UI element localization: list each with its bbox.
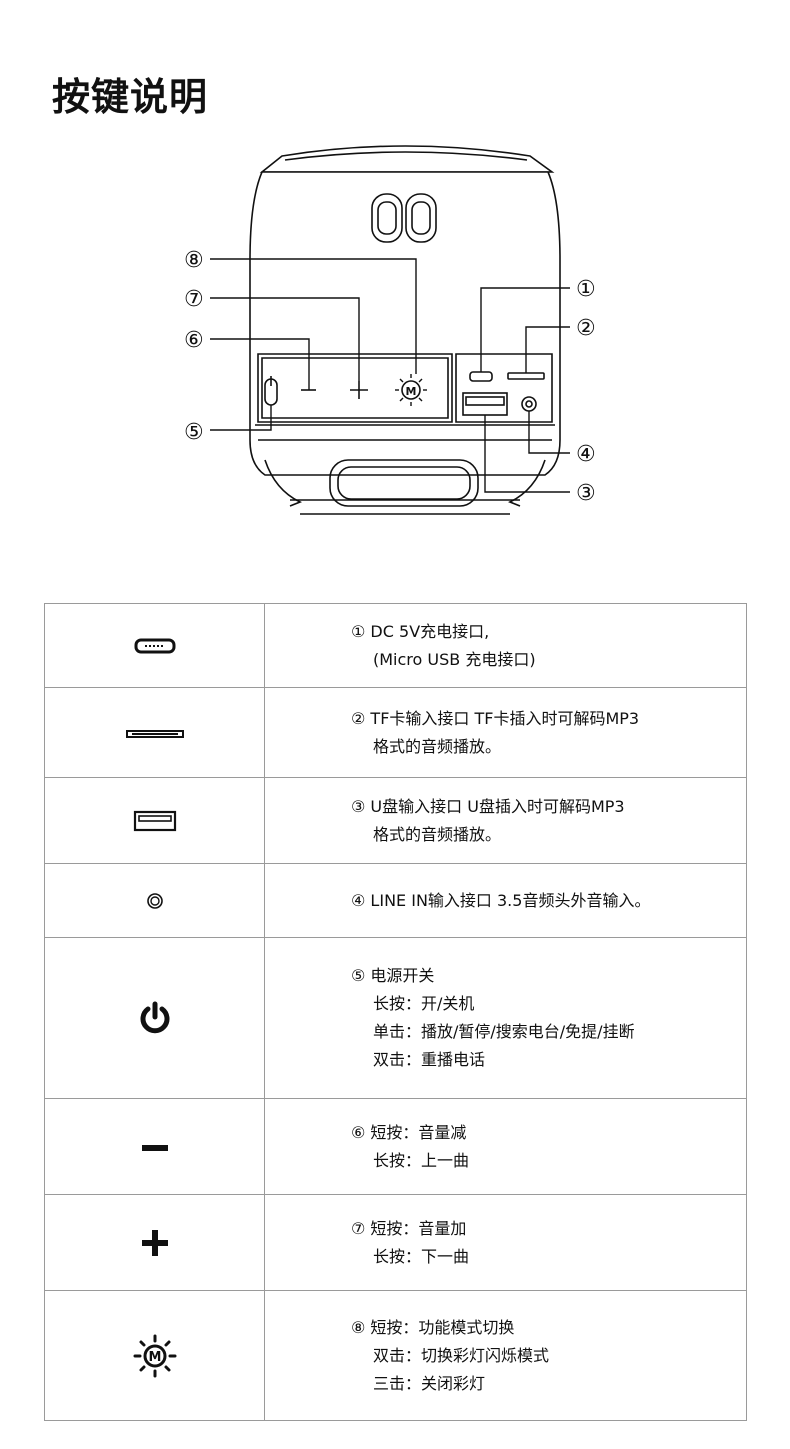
table-row: ⑥ 短按：音量减 长按：上一曲 [44,1098,747,1195]
row-6-line-2: 长按：上一曲 [373,1150,470,1170]
callout-8: ⑧ [184,248,204,273]
speaker-diagram: M ⑧ ⑦ ⑥ ⑤ ① ② ④ ③ [184,145,596,515]
table-row: ④ LINE IN输入接口 3.5音频头外音输入。 [44,863,747,938]
mode-light-icon: M [133,1334,176,1377]
callout-3: ③ [576,481,596,506]
row-6-line-1: ⑥ 短按：音量减 [351,1122,467,1142]
plus-icon [141,1229,168,1256]
row-7-line-2: 长按：下一曲 [373,1246,470,1266]
svg-text:M: M [406,385,417,398]
row-5-line-2: 长按：开/关机 [373,994,475,1013]
callout-6: ⑥ [184,328,204,353]
row-7-line-1: ⑦ 短按：音量加 [351,1218,467,1238]
callout-4: ④ [576,442,596,467]
row-4-line-1: ④ LINE IN输入接口 3.5音频头外音输入。 [351,890,651,910]
table-row: ⑤ 电源开关 长按：开/关机 单击：播放/暂停/搜索电台/免提/挂断 双击：重播… [44,937,747,1099]
row-1-line-2: (Micro USB 充电接口) [373,649,536,669]
row-8-line-2: 双击：切换彩灯闪烁模式 [373,1345,550,1365]
table-row: ③ U盘输入接口 U盘插入时可解码MP3 格式的音频播放。 [44,777,747,864]
row-5-line-3: 单击：播放/暂停/搜索电台/免提/挂断 [373,1022,635,1041]
callout-2: ② [576,316,596,341]
row-5-line-4: 双击：重播电话 [373,1050,486,1069]
row-2-line-2: 格式的音频播放。 [373,736,502,756]
svg-text:M: M [148,1350,161,1365]
page-title: 按键说明 [52,75,209,119]
table-row: M ⑧ 短按：功能模式切换 双击：切换彩灯闪烁模式 三击：关闭彩灯 [44,1290,747,1421]
row-1-line-1: ① DC 5V充电接口, [351,621,490,641]
row-8-line-3: 三击：关闭彩灯 [373,1373,486,1393]
row-3-line-2: 格式的音频播放。 [373,824,502,844]
line-in-jack-icon [146,893,163,910]
row-3-line-1: ③ U盘输入接口 U盘插入时可解码MP3 [351,796,625,816]
table-row: ① DC 5V充电接口, (Micro USB 充电接口) [44,603,747,688]
button-spec-table: ① DC 5V充电接口, (Micro USB 充电接口) ② TF卡输入接口 … [44,603,747,1421]
tf-card-slot-icon [125,729,184,738]
table-row: ⑦ 短按：音量加 长按：下一曲 [44,1194,747,1291]
usb-port-icon [133,810,176,831]
callout-1: ① [576,277,596,302]
row-5-line-1: ⑤ 电源开关 [351,966,435,985]
callout-7: ⑦ [184,287,204,312]
minus-icon [141,1144,168,1151]
row-2-line-1: ② TF卡输入接口 TF卡插入时可解码MP3 [351,708,640,728]
power-icon [140,1001,169,1034]
micro-usb-port-icon [134,638,175,654]
callout-5: ⑤ [184,420,204,445]
row-8-line-1: ⑧ 短按：功能模式切换 [351,1317,515,1337]
table-row: ② TF卡输入接口 TF卡插入时可解码MP3 格式的音频播放。 [44,687,747,778]
